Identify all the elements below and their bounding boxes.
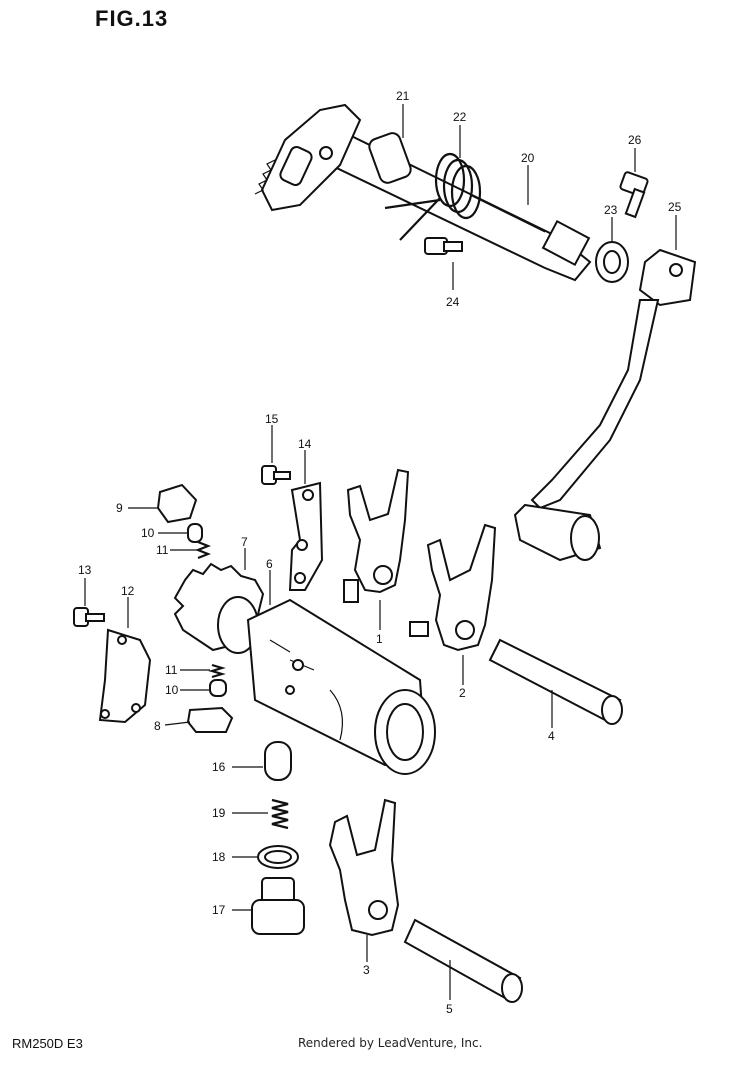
gearshift-shaft-assembly [254, 103, 697, 562]
callout-13: 13 [78, 563, 92, 577]
callout-6: 6 [266, 557, 273, 571]
callout-11-lower: 11 [165, 663, 178, 677]
callout-24: 24 [446, 295, 460, 309]
callout-3: 3 [363, 963, 370, 977]
callout-16: 16 [212, 760, 226, 774]
callout-12: 12 [121, 584, 135, 598]
callout-23: 23 [604, 203, 618, 217]
figure-title: FIG.13 [95, 6, 169, 31]
model-code: RM250D E3 [12, 1036, 83, 1051]
callout-25: 25 [668, 200, 682, 214]
callout-21: 21 [396, 89, 410, 103]
callout-1: 1 [376, 632, 383, 646]
callout-20: 20 [521, 151, 535, 165]
callout-4: 4 [548, 729, 555, 743]
callout-9: 9 [116, 501, 123, 515]
callout-2: 2 [459, 686, 466, 700]
callout-15: 15 [265, 412, 279, 426]
callout-10-upper: 10 [141, 526, 155, 540]
leader-lines [84, 104, 677, 1000]
callout-labels: 1 2 3 4 5 6 7 8 9 10 10 11 11 12 13 14 1… [78, 89, 682, 1016]
callout-22: 22 [453, 110, 467, 124]
callout-5: 5 [446, 1002, 453, 1016]
callout-14: 14 [298, 437, 312, 451]
callout-8: 8 [154, 719, 161, 733]
callout-11-upper: 11 [156, 543, 169, 557]
callout-19: 19 [212, 806, 226, 820]
render-credit: Rendered by LeadVenture, Inc. [298, 1036, 483, 1050]
callout-10-lower: 10 [165, 683, 179, 697]
callout-7: 7 [241, 535, 248, 549]
callout-17: 17 [212, 903, 226, 917]
callout-18: 18 [212, 850, 226, 864]
shift-drum-assembly [73, 465, 623, 1003]
callout-26: 26 [628, 133, 642, 147]
